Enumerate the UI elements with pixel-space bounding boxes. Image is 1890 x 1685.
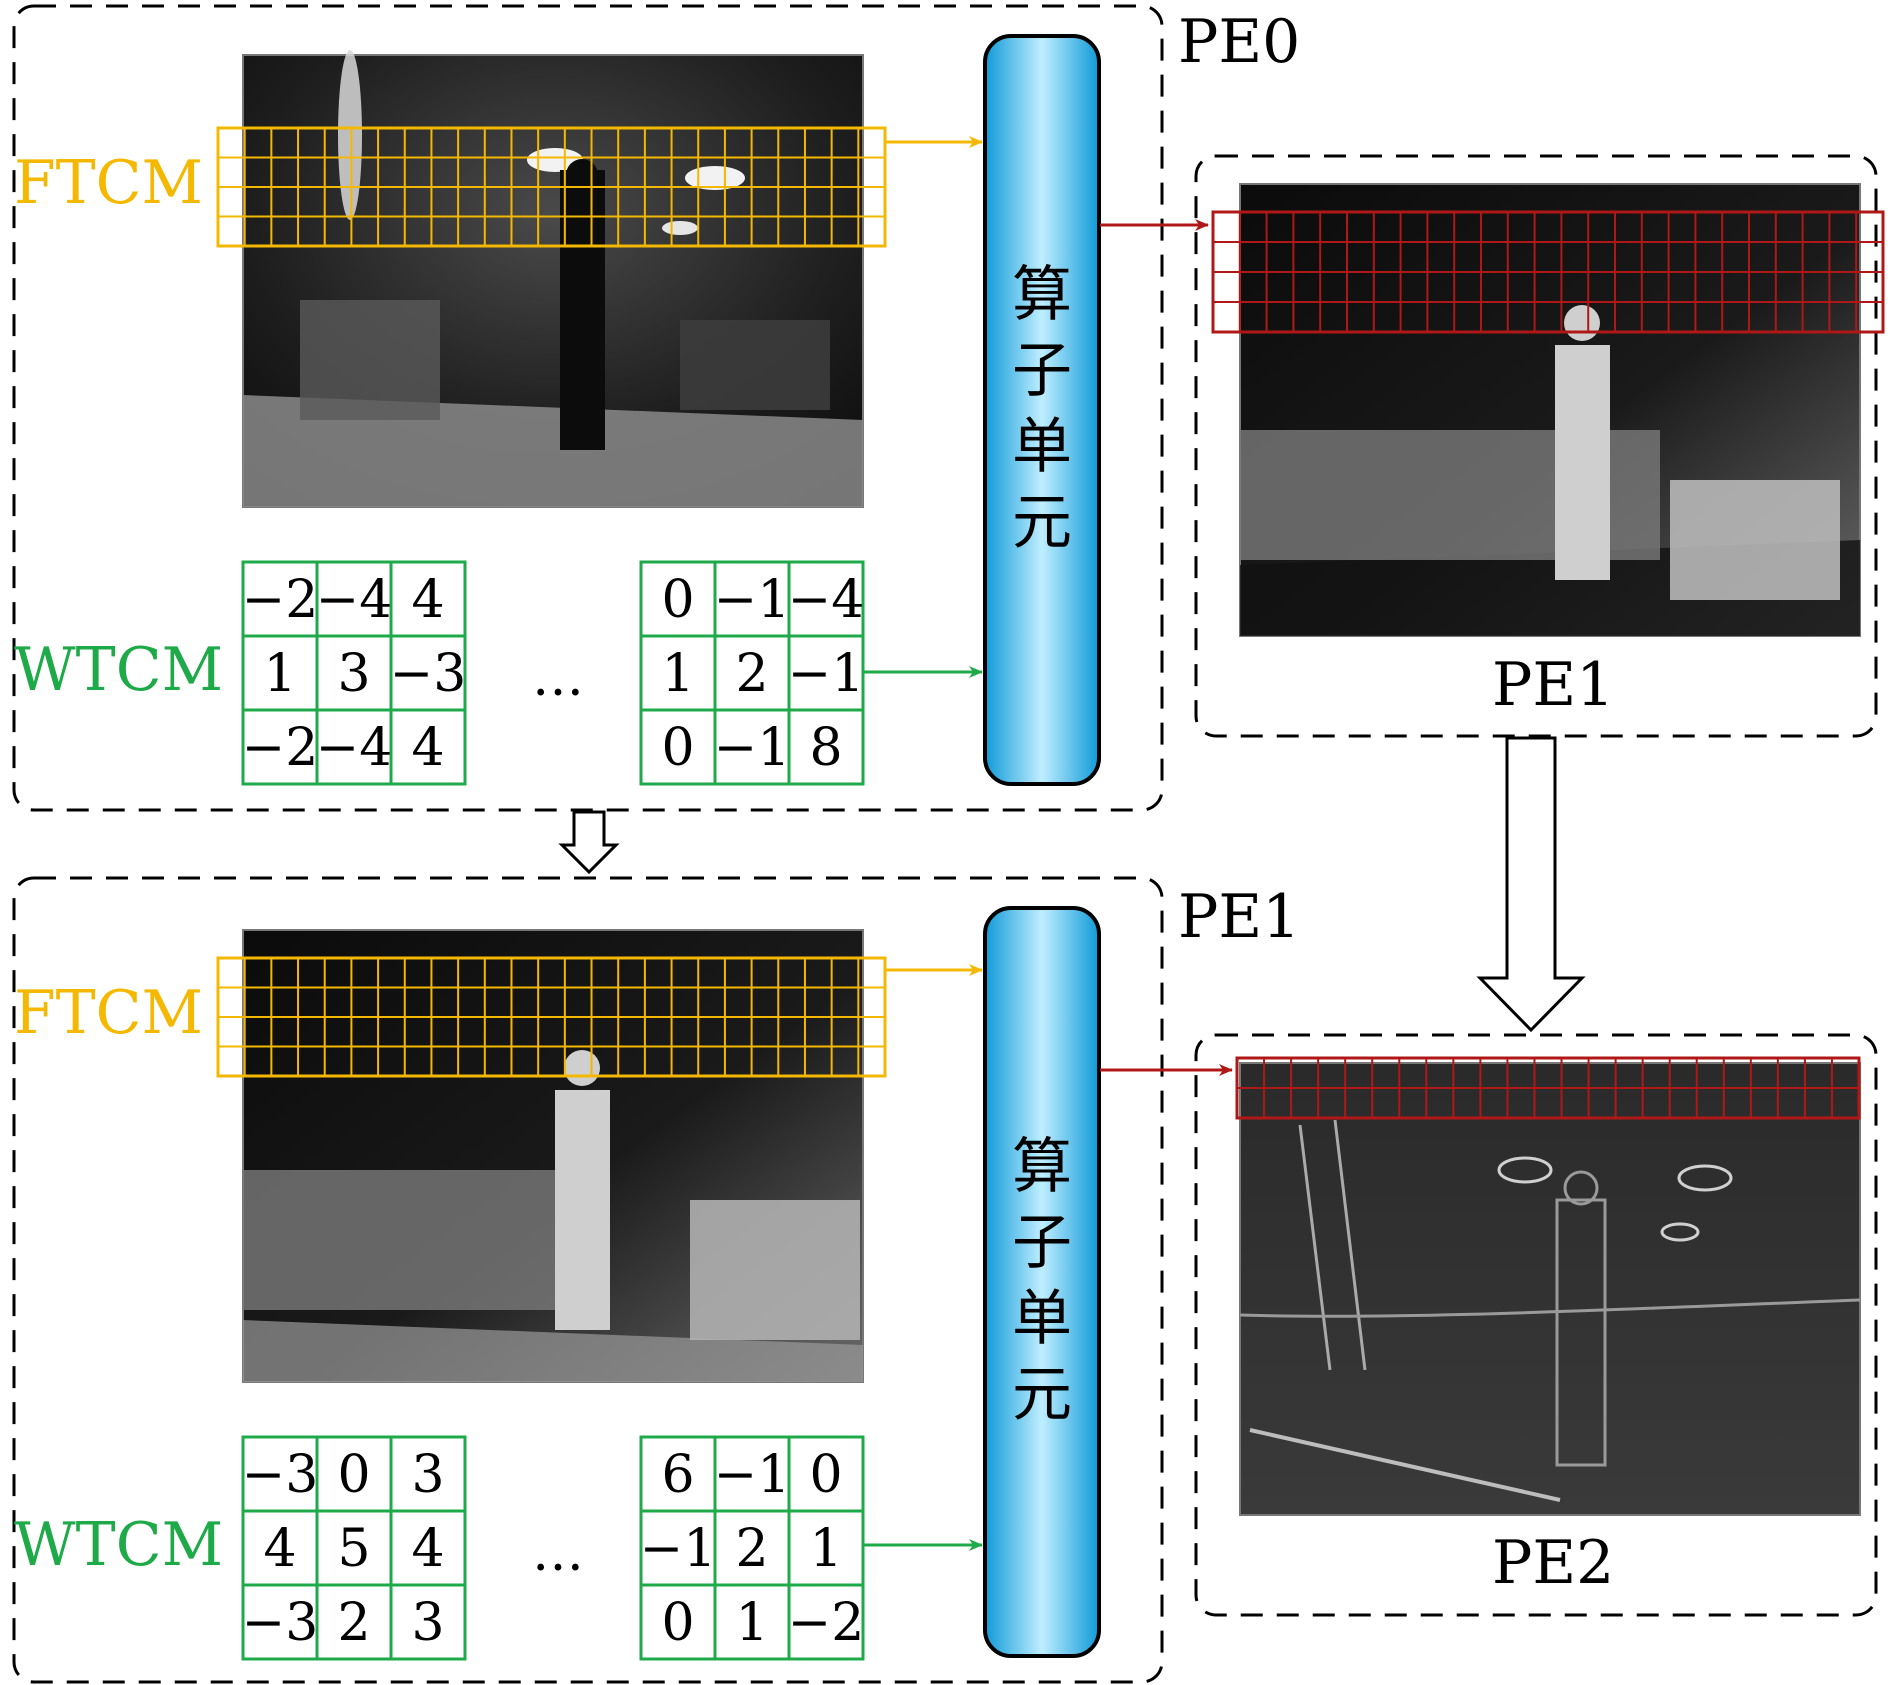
kernel-pe0-right-cell [639, 560, 717, 638]
kernel-pe0-right-value: 1 [661, 644, 694, 704]
input-image-pe1 [242, 929, 864, 1383]
flow-arrow-pe1-to-pe2 [1476, 736, 1586, 1033]
feature-map-pe1 [1239, 183, 1861, 637]
wtcm-label-pe1: WTCM [14, 1510, 223, 1580]
kernel-pe1-left-value: 0 [337, 1445, 370, 1505]
ftcm-label-pe1: FTCM [14, 978, 203, 1048]
kernel-pe0-right-value: 0 [661, 570, 694, 630]
flow-arrow-pe0-to-pe1 [558, 810, 620, 875]
kernel-pe1-right-cell [713, 1435, 791, 1513]
kernel-pe1-right-value: −2 [788, 1593, 865, 1653]
operator-unit-pe0-char-2: 子 [1012, 336, 1072, 406]
kernel-pe0-left-cell [241, 634, 319, 712]
kernel-pe0-right-value: 8 [809, 718, 842, 778]
kernel-pe1-right-cell [639, 1509, 717, 1587]
kernel-pe0-right-cell [713, 634, 791, 712]
wtcm-label-pe0: WTCM [14, 635, 223, 705]
ftcm-grid-pe1 [216, 956, 887, 1078]
kernel-pe0-left-cell [389, 708, 467, 786]
kernel-pe1-right-value: 0 [661, 1593, 694, 1653]
kernel-pe0-left-value: −3 [390, 644, 467, 704]
kernel-pe0-left-cell [241, 708, 319, 786]
kernel-pe1-left-value: 3 [411, 1445, 444, 1505]
input-image-pe0 [242, 50, 864, 508]
kernel-pe0-right-value: 2 [735, 644, 768, 704]
operator-unit-pe1-char-4: 元 [1012, 1360, 1072, 1430]
kernel-pe0-left-value: 1 [263, 644, 296, 704]
kernel-pe0-left-cell [389, 560, 467, 638]
kernel-pe1-left-value: 2 [337, 1593, 370, 1653]
kernel-pe0-left-value: −2 [242, 718, 319, 778]
output-grid-pe2 [1235, 1056, 1861, 1120]
ftcm-grid-pe0 [216, 126, 887, 248]
kernel-pe0-right-value: 0 [661, 718, 694, 778]
kernel-pe1-right-value: −1 [640, 1519, 717, 1579]
kernel-pe1-left-value: 3 [411, 1593, 444, 1653]
operator-unit-pe1: 算 子 单 元 [983, 906, 1101, 1658]
operator-unit-pe1-char-1: 算 [1012, 1132, 1072, 1202]
kernel-pe0-left-cell [241, 560, 319, 638]
kernel-pe1-right-value: 1 [735, 1593, 768, 1653]
kernel-pe1-left-value: 5 [337, 1519, 370, 1579]
kernel-pe1-left-value: −3 [242, 1593, 319, 1653]
pe0-label: PE0 [1178, 7, 1300, 77]
ellipsis-pe0: … [532, 648, 584, 708]
kernel-pe1-left-cell [241, 1509, 319, 1587]
kernel-pe1-left-value: −3 [242, 1445, 319, 1505]
kernel-pe0-left-value: −4 [316, 718, 393, 778]
kernel-pe1-right-value: 2 [735, 1519, 768, 1579]
operator-unit-pe0: 算 子 单 元 [983, 34, 1101, 786]
kernel-pe1-left-cell [241, 1435, 319, 1513]
kernel-pe1-right-cell [713, 1583, 791, 1661]
kernel-pe1-left-cell [315, 1509, 393, 1587]
kernel-pe1-left-value: 4 [263, 1519, 296, 1579]
kernel-pe1-right-value: −1 [714, 1445, 791, 1505]
operator-unit-pe1-char-3: 单 [1012, 1284, 1072, 1354]
kernel-pe0-right-value: −1 [714, 570, 791, 630]
operator-unit-pe0-char-3: 单 [1012, 412, 1072, 482]
pe1-group-box [12, 876, 1164, 1684]
kernel-pe0-left-value: 4 [411, 718, 444, 778]
kernel-pe1-right-value: 6 [661, 1445, 694, 1505]
kernel-pe0-right-value: −1 [714, 718, 791, 778]
kernel-pe1-right-cell [639, 1583, 717, 1661]
kernel-pe0-left-value: 3 [337, 644, 370, 704]
kernel-pe1-right-cell [787, 1435, 865, 1513]
output-grid-pe1 [1211, 210, 1885, 334]
output-pe2-label: PE2 [1492, 1528, 1614, 1598]
feature-map-pe2 [1239, 1062, 1861, 1516]
kernel-pe0-left-value: 4 [411, 570, 444, 630]
kernel-pe1-right-cell [787, 1583, 865, 1661]
kernel-pe0-left-value: −2 [242, 570, 319, 630]
kernel-pe1-left-cell [389, 1435, 467, 1513]
kernel-pe1-left-cell [315, 1583, 393, 1661]
ftcm-label-pe0: FTCM [14, 148, 203, 218]
kernel-pe0-left-cell [315, 560, 393, 638]
kernel-pe0-right-cell [787, 708, 865, 786]
operator-unit-pe0-char-1: 算 [1012, 260, 1072, 330]
kernel-pe0-right-value: −4 [788, 570, 865, 630]
pe1-block-label: PE1 [1178, 882, 1300, 952]
kernel-pe1-right-cell [787, 1509, 865, 1587]
kernel-pe0-right-value: −1 [788, 644, 865, 704]
kernel-pe1-left-value: 4 [411, 1519, 444, 1579]
ellipsis-pe1: … [532, 1523, 584, 1583]
pe0-group-box [12, 4, 1164, 812]
output-pe2-box [1194, 1033, 1878, 1617]
kernel-pe1-right-value: 0 [809, 1445, 842, 1505]
kernel-pe1-left-cell [389, 1583, 467, 1661]
kernel-pe1-right-value: 1 [809, 1519, 842, 1579]
kernel-pe1-left-cell [241, 1583, 319, 1661]
output-pe1-label: PE1 [1492, 650, 1614, 720]
kernel-pe0-right-cell [787, 560, 865, 638]
kernel-pe0-left-value: −4 [316, 570, 393, 630]
output-pe1-box [1194, 154, 1878, 738]
operator-unit-pe1-char-2: 子 [1012, 1208, 1072, 1278]
operator-unit-pe0-char-4: 元 [1012, 488, 1072, 558]
